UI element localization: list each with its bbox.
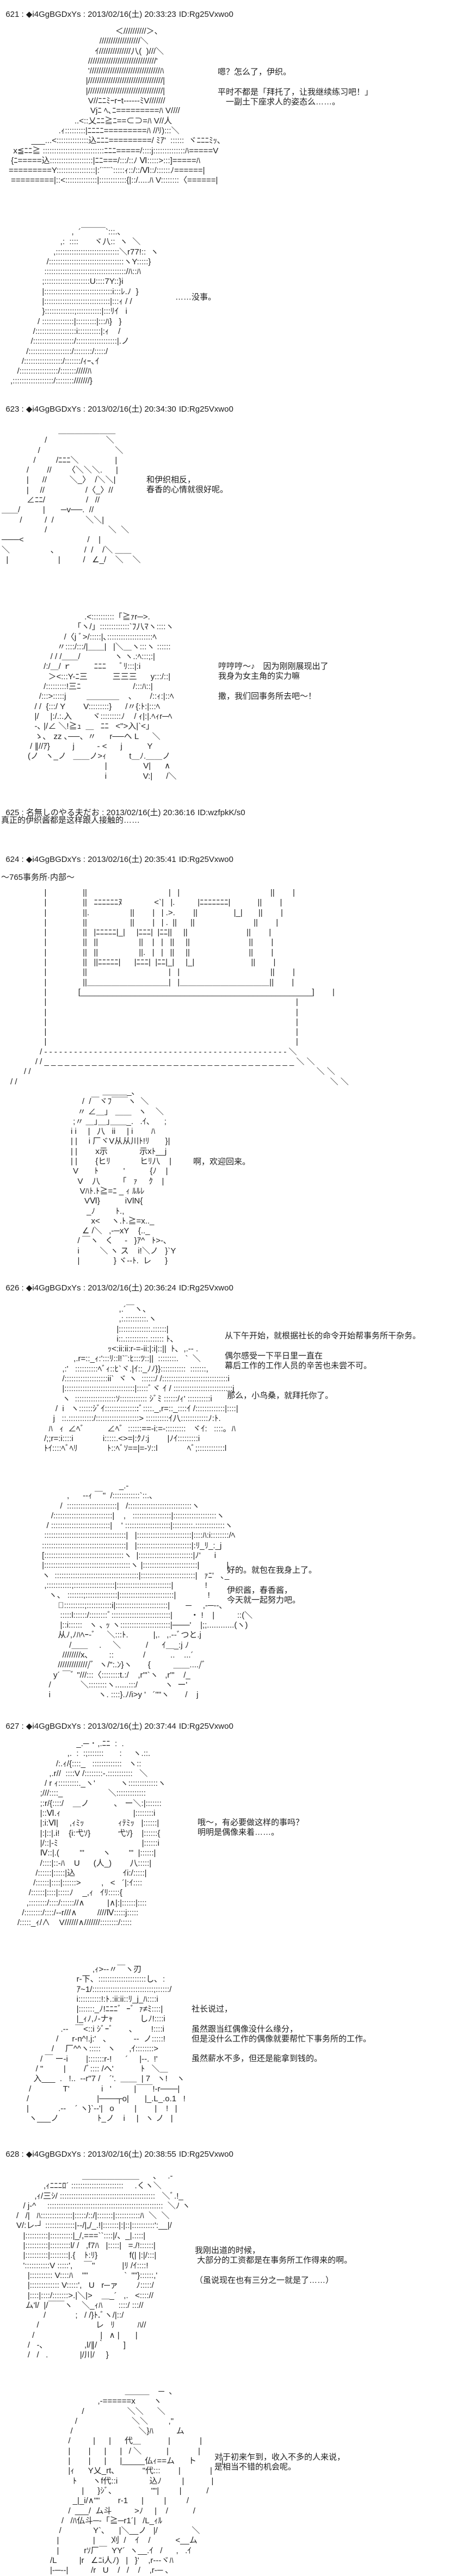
poster-id: ID:Rg25Vxwo0 xyxy=(178,10,233,19)
header-separator: : xyxy=(19,1283,26,1293)
post-datetime: 2013/02/16(土) 20:36:16 xyxy=(106,808,195,817)
ascii-art-president: ,.´￣ヽ、 ,:.:::::::::.ヽ |::::::::::::::.::… xyxy=(44,1305,238,1454)
poster-id: ID:wzfpkK/s0 xyxy=(198,808,245,817)
ascii-art-haruka-reminiscing: ＿＿＿＿＿＿＿ 、 .- ,ｨﾆﾆﾆﾛ´ :::::::::::::::::::… xyxy=(16,2171,190,2360)
poster-name: ◆i4GgBGDxYs xyxy=(26,1283,81,1293)
header-separator: : xyxy=(81,1722,88,1731)
header-separator: : xyxy=(81,10,88,19)
scene-caption: ～765事务所·内部～ xyxy=(1,873,75,882)
dialogue-text: 和伊织相反， 春香的心情就很好呢。 xyxy=(146,475,229,495)
comment-body: 真正的伊织酱都是这样跟人接触的…… xyxy=(1,816,140,825)
poster-name: ◆i4GgBGDxYs xyxy=(26,1722,81,1731)
post-header-625: 625 : 名無しのやる夫だお : 2013/02/16(土) 20:36:16… xyxy=(1,798,245,818)
post-header-627: 627 : ◆i4GgBGDxYs : 2013/02/16(土) 20:37:… xyxy=(1,1712,233,1731)
header-separator: : xyxy=(19,855,26,864)
post-number: 624 xyxy=(5,855,20,864)
dialogue-text: 嗯？怎么了，伊织。 平时不都是「拜托了，让我继续练习吧！」 一副土下座求人的姿态… xyxy=(218,67,373,107)
ascii-art-haruka-explaining: ,ｨ>--〃￣ヽ刃 r-下、:::::::::::::::::::::し､ : … xyxy=(27,1965,186,2124)
ascii-art-haruka-smiling: .<::::::::::「≧ｧr─>. 「ヽ/」:::::::::::::`ﾌ八… xyxy=(28,612,177,781)
post-datetime: 2013/02/16(土) 20:36:24 xyxy=(88,1283,176,1293)
post-header-623: 623 : ◆i4GgBGDxYs : 2013/02/16(土) 20:34:… xyxy=(1,395,233,414)
dialogue-text: 好的。就包在我身上了。 伊织酱，春香酱， 今天就一起努力吧。 xyxy=(227,1566,317,1605)
ascii-art-kotori: _.- , --ｨ ￣" /::::::::::::`::.､ / ::::::… xyxy=(42,1481,253,1700)
poster-name: ◆i4GgBGDxYs xyxy=(26,405,81,414)
ascii-art-haruka-closing: ＿＿＿ ─ 、 ,-======x ヽ / ＼＼ ＼ / ＼＼ ," / ＼}ﾊ… xyxy=(50,2387,224,2575)
header-separator: : xyxy=(99,808,107,817)
header-separator: : xyxy=(19,1722,26,1731)
dialogue-text: ……没事。 xyxy=(175,293,217,302)
post-number: 628 xyxy=(5,2150,20,2159)
poster-name: 名無しのやる夫だお xyxy=(26,808,100,817)
header-separator: : xyxy=(81,855,88,864)
ascii-art-kotori-greeting: ＿＿＿_､ / /￣ヾﾌ￣￣ヽ ＼ 〃 ∠＿｣ ＿＿ ヽ ＼ ;〃 ＿｣＿｣＿＿… xyxy=(71,1087,176,1266)
poster-name: ◆i4GgBGDxYs xyxy=(26,10,81,19)
post-number: 621 xyxy=(5,10,20,19)
dialogue-text: 哦～，有必要做这样的事吗？ 明明是偶像来着……。 xyxy=(198,1818,304,1838)
dialogue-text: 对于初来乍到，收入不多的人来说， 是相当不错的机会呢。 xyxy=(214,2453,346,2472)
post-number: 627 xyxy=(5,1722,20,1731)
poster-name: ◆i4GgBGDxYs xyxy=(26,855,81,864)
poster-id: ID:Rg25Vxwo0 xyxy=(178,855,233,864)
header-separator: : xyxy=(19,10,26,19)
post-header-624: 624 : ◆i4GgBGDxYs : 2013/02/16(土) 20:35:… xyxy=(1,845,233,865)
post-datetime: 2013/02/16(土) 20:33:23 xyxy=(88,10,176,19)
header-separator: : xyxy=(81,2150,88,2159)
post-datetime: 2013/02/16(土) 20:35:41 xyxy=(88,855,176,864)
dialogue-text: 哼哼哼～♪ 因为刚刚展现出了 我身为女主角的实力嘛 撒，我们回事务所去吧～！ xyxy=(218,662,329,701)
post-datetime: 2013/02/16(土) 20:38:55 xyxy=(88,2150,176,2159)
post-number: 626 xyxy=(5,1283,20,1293)
post-header-628: 628 : ◆i4GgBGDxYs : 2013/02/16(土) 20:38:… xyxy=(1,2140,233,2159)
ascii-art-iori-profile: , ´￣￣￣`:::.､ ,: :::: ヾ八:: ヽ ＼ ,:::::::::… xyxy=(10,227,159,386)
header-separator: : xyxy=(19,405,26,414)
ascii-art-haruka-outline: ＿＿＿＿＿＿＿ / ＼ / ＼ / /ﾆﾆﾆ＼ | / // 〈＼＼＼. | xyxy=(2,426,141,564)
post-header-626: 626 : ◆i4GgBGDxYs : 2013/02/16(土) 20:36:… xyxy=(1,1274,233,1293)
poster-id: ID:Rg25Vxwo0 xyxy=(178,1283,233,1293)
post-header-621: 621 : ◆i4GgBGDxYs : 2013/02/16(土) 20:33:… xyxy=(1,0,233,20)
post-datetime: 2013/02/16(土) 20:34:30 xyxy=(88,405,176,414)
poster-name: ◆i4GgBGDxYs xyxy=(26,2150,81,2159)
post-datetime: 2013/02/16(土) 20:37:44 xyxy=(88,1722,176,1731)
poster-id: ID:Rg25Vxwo0 xyxy=(178,405,233,414)
header-separator: : xyxy=(19,808,26,817)
ascii-art-iori-pout: _.─ ･ ,.ﾆﾆ : . ,. : :;::::::: : ヽ.::. /:… xyxy=(17,1739,166,1928)
header-separator: : xyxy=(19,2150,26,2159)
header-separator: : xyxy=(81,1283,88,1293)
post-number: 625 xyxy=(5,808,20,817)
header-separator: : xyxy=(81,405,88,414)
dialogue-text: 啊，欢迎回来。 xyxy=(193,1157,251,1166)
poster-id: ID:Rg25Vxwo0 xyxy=(178,2150,233,2159)
ascii-art-office-window: | || | | || | | || ﾆﾆﾆﾆﾆﾆﾇ <`| |. |ﾆﾆﾆﾆﾆ… xyxy=(10,888,349,1087)
dialogue-text: 我刚出道的时候， 大部分的工资都是在事务所工作得来的啊。 （虽说现在也有三分之一… xyxy=(195,2246,353,2285)
post-number: 623 xyxy=(5,405,20,414)
poster-id: ID:Rg25Vxwo0 xyxy=(178,1722,233,1731)
ascii-art-iori-back: ＜//////////＞、 //////////////////＼ ｲ/////… xyxy=(9,27,221,185)
dialogue-text: 从下午开始，就根据社长的命令开始帮事务所干杂务。 偶尔感受一下平日里一直在 幕后… xyxy=(225,1331,421,1400)
dialogue-text: 社长说过， 虽然跟当红偶像没什么缘分， 但是没什么工作的偶像就要帮忙下事务所的工… xyxy=(192,2004,372,2064)
